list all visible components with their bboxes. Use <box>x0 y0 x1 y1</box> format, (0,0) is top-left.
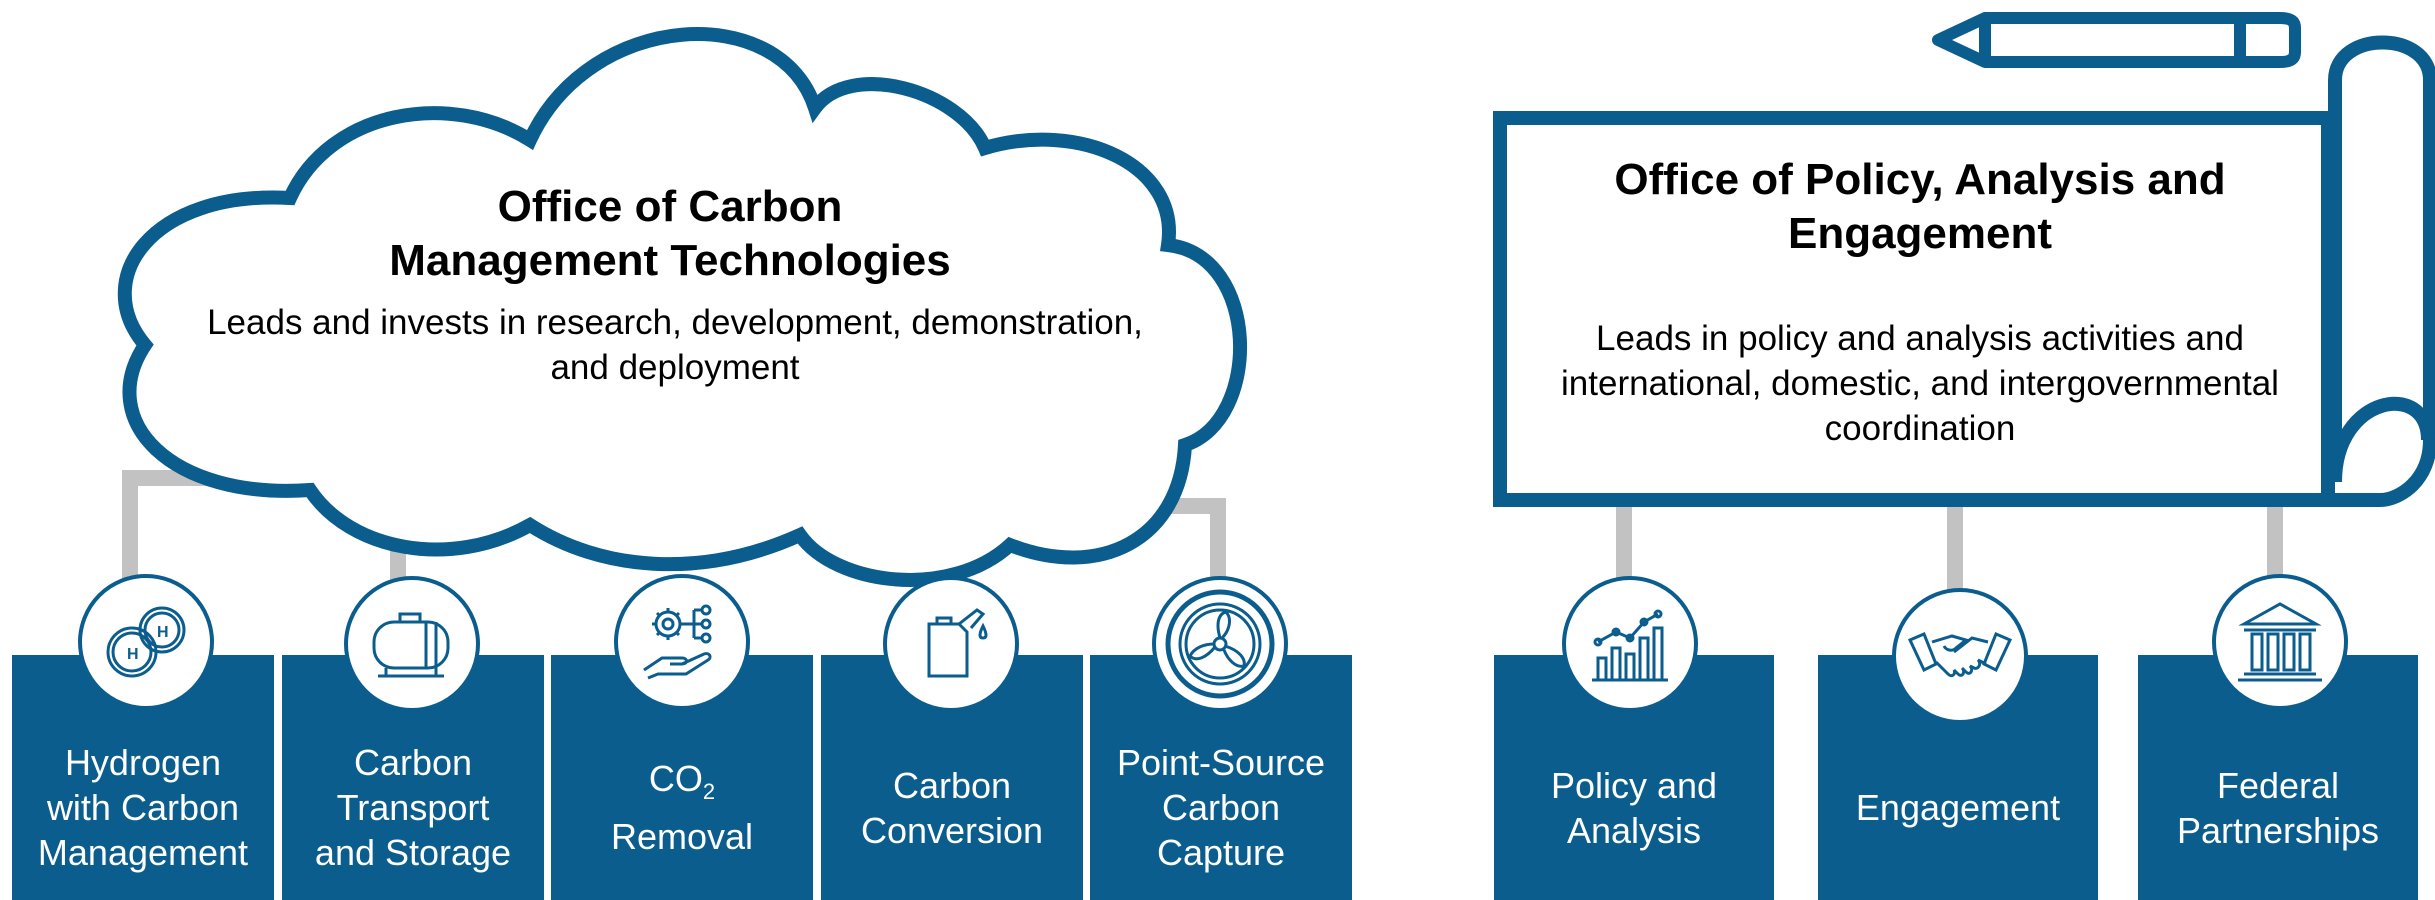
cloud-shape <box>117 27 1248 587</box>
svg-text:H: H <box>127 646 139 663</box>
policy-office-title: Office of Policy, Analysis and Engagemen… <box>1510 153 2330 261</box>
svg-text:H: H <box>157 624 169 641</box>
carbon-office-description: Leads and invests in research, developme… <box>160 300 1190 390</box>
program-engagement[interactable]: Engagement <box>1818 655 2098 900</box>
policy-office-description-line3: coordination <box>1824 409 2016 448</box>
program-hydrogen-line2: with Carbon <box>46 787 240 828</box>
storage-tank-icon <box>344 576 480 712</box>
program-co2-line1: CO2 <box>611 756 753 814</box>
policy-office-title-line1: Office of Policy, Analysis and <box>1614 155 2226 204</box>
program-federal-line1: Federal <box>2216 764 2340 806</box>
policy-office-title-line2: Engagement <box>1787 209 2053 258</box>
carbon-office-title-line2: Management Technologies <box>389 236 951 285</box>
fan-icon <box>1152 576 1288 712</box>
gear-hand-icon <box>614 574 750 710</box>
program-hydrogen[interactable]: Hydrogen with Carbon Management <box>12 655 274 900</box>
program-transport-line2: Transport <box>336 787 490 828</box>
program-hydrogen-line1: Hydrogen <box>64 742 222 783</box>
program-co2-text: CO <box>648 758 703 799</box>
program-capture-line3: Capture <box>1156 832 1286 873</box>
program-conversion-line2: Conversion <box>860 809 1044 851</box>
program-conversion-line1: Carbon <box>892 764 1012 806</box>
program-capture-line2: Carbon <box>1161 787 1281 828</box>
hydrogen-molecule-icon: H H <box>78 574 214 710</box>
program-policy-line1: Policy and <box>1550 764 1718 806</box>
government-building-icon <box>2212 574 2348 710</box>
carbon-office-description-line2: and deployment <box>550 348 800 387</box>
scroll-curl <box>2328 118 2435 483</box>
scroll-sheet <box>1493 111 2335 507</box>
policy-office-description-line1: Leads in policy and analysis activities … <box>1596 319 2244 358</box>
program-hydrogen-line3: Management <box>37 832 249 873</box>
carbon-office-title: Office of Carbon Management Technologies <box>280 180 1060 288</box>
policy-office-description-line2: international, domestic, and intergovern… <box>1561 364 2279 403</box>
program-co2-subscript: 2 <box>702 779 716 804</box>
program-transport-line3: and Storage <box>314 832 512 873</box>
carbon-office-title-line1: Office of Carbon <box>497 182 843 231</box>
program-policy-line2: Analysis <box>1566 809 1702 851</box>
program-federal-line2: Partnerships <box>2176 809 2380 851</box>
carbon-office-description-line1: Leads and invests in research, developme… <box>207 303 1143 342</box>
program-co2-line2: Removal <box>610 816 754 857</box>
program-capture-line1: Point-Source <box>1116 742 1326 783</box>
bar-chart-icon <box>1562 576 1698 712</box>
policy-office-description: Leads in policy and analysis activities … <box>1510 316 2330 451</box>
pencil-icon <box>1932 12 2301 68</box>
fuel-can-icon <box>883 576 1019 712</box>
program-engagement-line1: Engagement <box>1855 787 2061 828</box>
handshake-icon <box>1892 588 2028 724</box>
program-transport-line1: Carbon <box>353 742 473 783</box>
